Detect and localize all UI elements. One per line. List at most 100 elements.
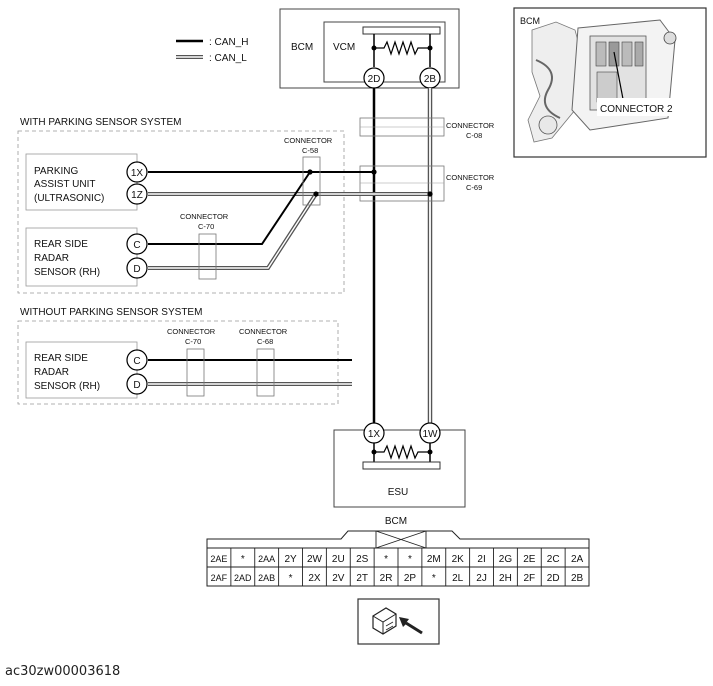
svg-text:CONNECTOR: CONNECTOR	[180, 212, 229, 221]
vcm-label: VCM	[333, 42, 355, 53]
bcm-pin-cell: *	[241, 554, 245, 565]
bcm-pin-cell: 2R	[380, 573, 393, 584]
inset-bcm-label: BCM	[520, 16, 540, 26]
bcm-pin-cell: 2W	[307, 554, 323, 565]
c69-code: C-69	[466, 183, 482, 192]
rsr-pin-c-without	[126, 349, 148, 371]
bcm-vcm-unit: BCM VCM 2D 2B	[279, 8, 460, 89]
can-l-legend-label: : CAN_L	[209, 53, 247, 64]
bcm-pin-cell: *	[432, 573, 436, 584]
svg-text:C-58: C-58	[302, 146, 318, 155]
without-section-title: WITHOUT PARKING SENSOR SYSTEM	[20, 307, 202, 318]
bcm-pin-cell: 2AA	[258, 554, 275, 564]
bcm-pin-cell: 2AF	[211, 573, 228, 583]
vcm-termination-resistor	[374, 40, 430, 56]
svg-text:D: D	[133, 264, 140, 275]
connector-c08: CONNECTOR C-08	[359, 117, 495, 140]
bcm-label: BCM	[291, 42, 313, 53]
bcm-pin-cell: 2X	[308, 573, 321, 584]
svg-text:1W: 1W	[423, 429, 439, 440]
bcm-pin-cell: 2T	[356, 573, 368, 584]
bcm-pin-cell: 2G	[499, 554, 513, 565]
svg-text:1X: 1X	[368, 429, 381, 440]
bcm-pin-cell: *	[408, 554, 412, 565]
bcm-pin-cell: 2P	[404, 573, 417, 584]
without-section-frame	[17, 320, 339, 405]
svg-text:C-68: C-68	[257, 337, 273, 346]
svg-text:CONNECTOR: CONNECTOR	[239, 327, 288, 336]
bcm-pin-cell: *	[289, 573, 293, 584]
with-section-title: WITH PARKING SENSOR SYSTEM	[20, 117, 182, 128]
bcm-pin-cell: 2B	[571, 573, 584, 584]
rear-side-radar-box-without	[25, 341, 138, 399]
svg-text:D: D	[133, 380, 140, 391]
svg-text:RADAR: RADAR	[34, 367, 69, 378]
svg-text:CONNECTOR: CONNECTOR	[284, 136, 333, 145]
svg-text:2D: 2D	[368, 74, 381, 85]
svg-text:C-70: C-70	[185, 337, 201, 346]
c08-code: C-08	[466, 131, 482, 140]
svg-text:REAR SIDE: REAR SIDE	[34, 239, 88, 250]
bcm-pin-cell: 2L	[452, 573, 464, 584]
without-parking-sensor-section: WITHOUT PARKING SENSOR SYSTEM REAR SIDE …	[17, 307, 352, 405]
rsr-pin-d-without	[126, 373, 148, 395]
bcm-pin-cell: 2AD	[234, 573, 252, 583]
c69-label: CONNECTOR	[446, 173, 495, 182]
svg-text:(ULTRASONIC): (ULTRASONIC)	[34, 193, 104, 204]
bcm-pin-cell: 2Y	[284, 554, 297, 565]
svg-text:2B: 2B	[424, 74, 437, 85]
esu-pin-1w	[419, 422, 441, 444]
esu-terminal-bar	[362, 461, 441, 470]
svg-text:C: C	[133, 240, 140, 251]
figure-id: ac30zw00003618	[5, 664, 121, 679]
bcm-pin-cell: 2J	[476, 573, 487, 584]
svg-text:C-70: C-70	[198, 222, 214, 231]
connector-c69: CONNECTOR C-69	[359, 165, 495, 202]
svg-text:CONNECTOR: CONNECTOR	[167, 327, 216, 336]
connector-c68	[256, 348, 275, 397]
connector-c58	[302, 156, 321, 206]
vcm-terminal-bar	[362, 26, 441, 35]
svg-text:SENSOR (RH): SENSOR (RH)	[34, 381, 100, 392]
with-section-frame	[17, 130, 345, 294]
rear-side-radar-box-with	[25, 227, 138, 287]
c08-label: CONNECTOR	[446, 121, 495, 130]
connector-view-icon	[357, 598, 440, 645]
esu-unit: 1X 1W ESU	[333, 422, 466, 508]
view-direction-arrow-icon	[399, 617, 424, 634]
bcm-pin-cell: 2F	[523, 573, 535, 584]
esu-pin-1x	[363, 422, 385, 444]
can-h-legend-label: : CAN_H	[209, 37, 248, 48]
connector2-label: CONNECTOR 2	[600, 104, 673, 115]
esu-label: ESU	[388, 487, 409, 498]
svg-text:PARKING: PARKING	[34, 166, 78, 177]
bcm-pin-cell: 2V	[332, 573, 345, 584]
bcm-pin-cell: 2E	[523, 554, 536, 565]
svg-text:SENSOR (RH): SENSOR (RH)	[34, 267, 100, 278]
rsr-pin-c-with	[126, 233, 148, 255]
main-can-wires	[372, 88, 433, 423]
bcm-pin-cell: 2AB	[258, 573, 275, 583]
with-parking-sensor-section: WITH PARKING SENSOR SYSTEM PARKING ASSIS…	[17, 117, 433, 294]
svg-text:1Z: 1Z	[131, 190, 143, 201]
parking-assist-unit-box	[25, 153, 138, 211]
bcm-pin-cell: 2A	[571, 554, 584, 565]
bcm-pin-cell: 2K	[452, 554, 465, 565]
bcm-pin-cell: *	[384, 554, 388, 565]
svg-text:1X: 1X	[131, 168, 144, 179]
bcm-pin-cell: 2H	[499, 573, 512, 584]
svg-text:ASSIST UNIT: ASSIST UNIT	[34, 179, 96, 190]
pas-pin-1z	[126, 183, 148, 205]
legend: : CAN_H : CAN_L	[176, 37, 248, 64]
bcm-pin-cell: 2AE	[210, 554, 227, 564]
svg-text:REAR SIDE: REAR SIDE	[34, 353, 88, 364]
bcm-pin-cell: 2C	[547, 554, 560, 565]
bcm-pin-cell: 2M	[427, 554, 441, 565]
svg-text:RADAR: RADAR	[34, 253, 69, 264]
bcm-connector-label: BCM	[385, 516, 407, 527]
bcm-pin-cell: 2D	[547, 573, 560, 584]
pas-pin-1x	[126, 161, 148, 183]
